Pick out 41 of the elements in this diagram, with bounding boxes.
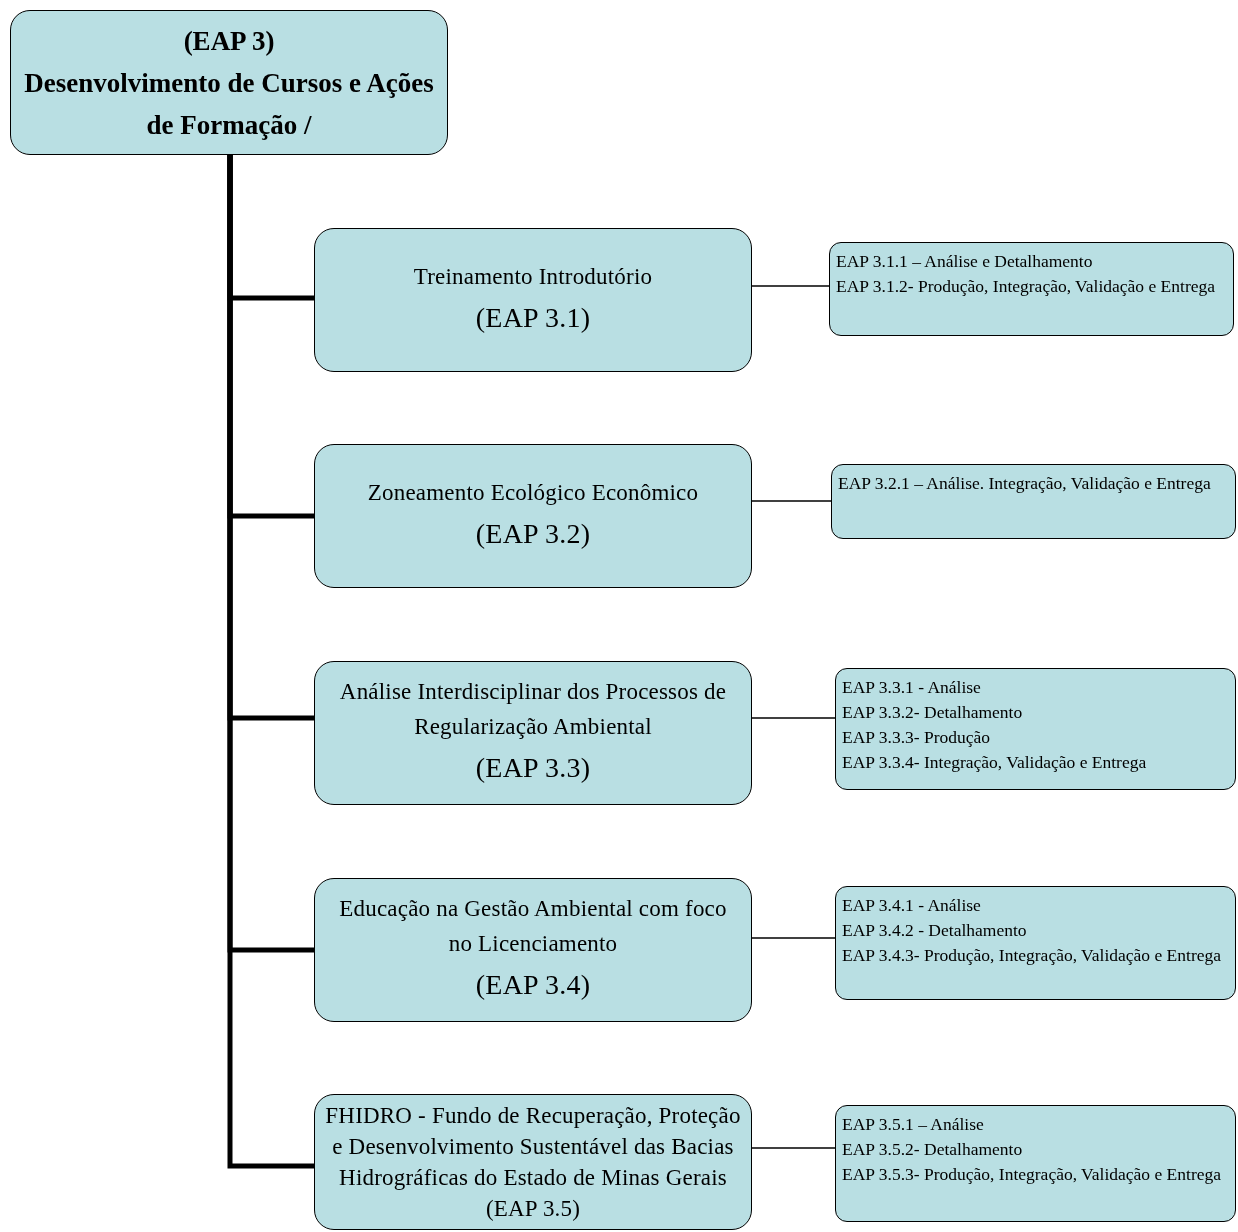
connector-line [751,500,832,502]
node-id: (EAP 3.2) [475,516,591,551]
connector-line [751,717,836,719]
connector-line [227,155,314,1169]
node-title: Educação na Gestão Ambiental com foco no Licenciamento [338,895,728,958]
task-item: EAP 3.3.2- Detalhamento [842,701,1024,724]
node-id: (EAP 3.4) [475,968,591,1002]
node-title: Desenvolvimento de Cursos e Ações de Formação / [23,66,435,142]
work-package-box [314,661,752,805]
work-package-box [314,444,752,588]
task-item: EAP 3.5.1 – Análise [842,1113,985,1136]
connector-line [751,285,830,287]
task-list-box [835,1105,1236,1222]
task-list-box [829,242,1234,336]
task-list-box [835,668,1236,790]
root-box [10,10,448,155]
node-title: FHIDRO - Fundo de Recuperação, Proteção e Desenvolvimento Sustentável das Bacias Hidrográficas do Estado de Minas Gerais (EAP 3.5) [325,1102,741,1223]
node-id: (EAP 3.3) [475,751,591,785]
task-item: EAP 3.4.3- Produção, Integração, Validação e Entrega [842,944,1223,967]
node-title: Treinamento Introdutório [413,262,653,291]
node-title: Análise Interdisciplinar dos Processos de Regularização Ambiental [338,678,728,741]
task-item: EAP 3.5.3- Produção, Integração, Validação e Entrega [842,1163,1223,1186]
task-item: EAP 3.1.2- Produção, Integração, Validação e Entrega [836,275,1217,298]
work-package-box [314,228,752,372]
task-item: EAP 3.2.1 – Análise. Integração, Validação e Entrega [838,472,1212,495]
work-package-box [314,878,752,1022]
task-item: EAP 3.3.1 - Análise [842,676,982,699]
task-list-box [835,886,1236,1000]
connector-line [751,1147,836,1149]
node-title: Zoneamento Ecológico Econômico [367,478,699,507]
task-item: EAP 3.5.2- Detalhamento [842,1138,1024,1161]
node-id: (EAP 3.1) [475,300,591,335]
work-package-box [314,1094,752,1230]
task-item: EAP 3.4.1 - Análise [842,894,982,917]
task-list-box [831,464,1236,539]
task-item: EAP 3.3.4- Integração, Validação e Entrega [842,751,1148,774]
task-item: EAP 3.3.3- Produção [842,726,992,749]
task-item: EAP 3.1.1 – Análise e Detalhamento [836,250,1094,273]
task-item: EAP 3.4.2 - Detalhamento [842,919,1028,942]
connector-line [751,937,836,939]
node-id: (EAP 3) [183,24,275,58]
